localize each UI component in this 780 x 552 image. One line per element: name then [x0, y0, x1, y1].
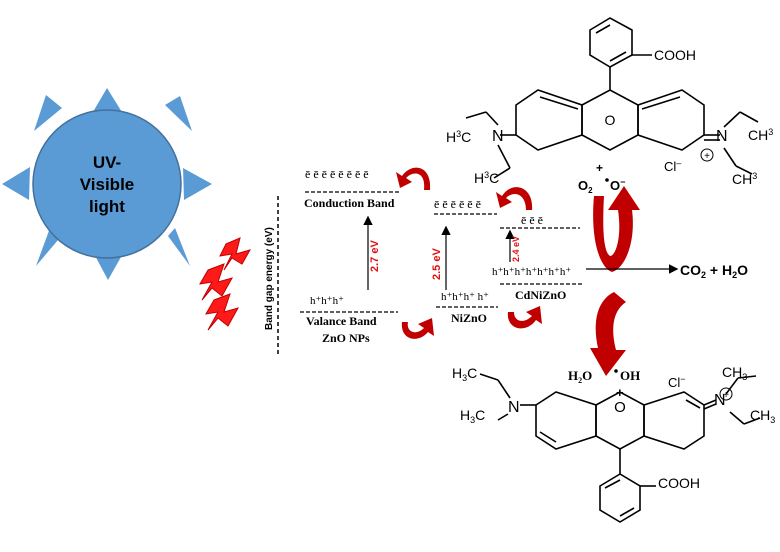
svg-text:O: O: [614, 399, 626, 416]
svg-text:N: N: [508, 399, 520, 416]
lightning-icon: [199, 237, 252, 331]
svg-text:CO2 + H2O: CO2 + H2O: [680, 262, 748, 280]
svg-text:H3C: H3C: [452, 365, 477, 383]
molecule-bottom: [479, 373, 761, 523]
curl-arrow-4: [507, 306, 542, 329]
zno-bands: ē ē ē ē ē ē ē ē Conduction Band 2.7 eV h…: [300, 167, 400, 345]
products-label: CO2 + H2O: [680, 262, 748, 280]
svg-text:CH3: CH3: [748, 127, 773, 143]
curl-arrow-3: [401, 318, 434, 339]
axis-label: Band gap energy (eV): [264, 227, 275, 330]
svg-text:CH3: CH3: [732, 171, 757, 187]
svg-text:O−: O−: [610, 177, 625, 193]
cdnizno-bands: ē ē ē 2.4 eV h⁺h⁺h⁺h⁺h⁺h⁺h⁺ CdNiZnO: [492, 213, 582, 302]
svg-text:O: O: [605, 112, 616, 128]
svg-text:N: N: [714, 392, 726, 409]
svg-text:+: +: [616, 385, 624, 400]
svg-text:N: N: [716, 128, 728, 145]
svg-text:N: N: [492, 128, 504, 145]
radical-oh: H2O OH: [568, 368, 640, 385]
zno-holes: h⁺h⁺h⁺: [310, 295, 344, 307]
nizno-holes: h⁺h⁺h⁺ h⁺: [441, 291, 489, 303]
transfer-arrows: [396, 167, 640, 376]
svg-text:O2: O2: [578, 178, 593, 195]
zno-name: ZnO NPs: [322, 331, 370, 345]
svg-text:H2O: H2O: [568, 368, 592, 385]
svg-text:H3C: H3C: [446, 129, 471, 145]
superoxide-arrow: [593, 186, 640, 272]
light-label-3: light: [89, 197, 125, 216]
zno-gap: 2.7 eV: [369, 240, 381, 272]
svg-text:Cl–: Cl–: [664, 158, 681, 174]
nizno-name: NiZnO: [451, 311, 487, 325]
svg-text:H3C: H3C: [474, 170, 499, 186]
svg-text:CH3: CH3: [750, 407, 775, 425]
molecule-top: [465, 17, 759, 179]
zno-vb-label: Valance Band: [306, 314, 377, 328]
cdnizno-holes: h⁺h⁺h⁺h⁺h⁺h⁺h⁺: [492, 266, 571, 278]
svg-text:+: +: [704, 151, 710, 162]
cdnizno-gap: 2.4 eV: [511, 236, 521, 262]
radical-o2: O2 + O−: [578, 161, 625, 195]
nizno-electrons: ē ē ē ē ē ē: [434, 197, 481, 211]
hydroxyl-arrow: [590, 292, 626, 376]
light-label-1: UV-: [93, 153, 121, 172]
light-label-2: Visible: [80, 175, 135, 194]
svg-text:H3C: H3C: [460, 407, 485, 425]
zno-electrons: ē ē ē ē ē ē ē ē: [305, 167, 369, 181]
sun-core: [32, 109, 182, 259]
curl-arrow-2: [496, 187, 533, 210]
cdnizno-electrons: ē ē ē: [521, 213, 543, 227]
sun-icon: UV- Visible light: [2, 88, 212, 280]
zno-cb-label: Conduction Band: [304, 196, 395, 210]
molecule-bottom-labels: O + N N + COOH H3C H3C CH3 CH3 Cl−: [452, 364, 775, 491]
svg-text:COOH: COOH: [654, 47, 696, 63]
svg-text:COOH: COOH: [658, 475, 700, 491]
svg-text:+: +: [723, 390, 729, 401]
svg-text:+: +: [596, 161, 603, 175]
svg-text:CH3: CH3: [722, 364, 747, 382]
molecule-top-labels: COOH O N N H3C H3C CH3 CH3 Cl– +: [446, 47, 773, 187]
nizno-gap: 2.5 eV: [431, 248, 443, 280]
cdnizno-name: CdNiZnO: [515, 288, 566, 302]
curl-arrow-1: [396, 167, 431, 190]
svg-text:OH: OH: [620, 368, 640, 383]
svg-text:Cl−: Cl−: [668, 374, 686, 390]
nizno-bands: ē ē ē ē ē ē 2.5 eV h⁺h⁺h⁺ h⁺ NiZnO: [431, 197, 498, 325]
